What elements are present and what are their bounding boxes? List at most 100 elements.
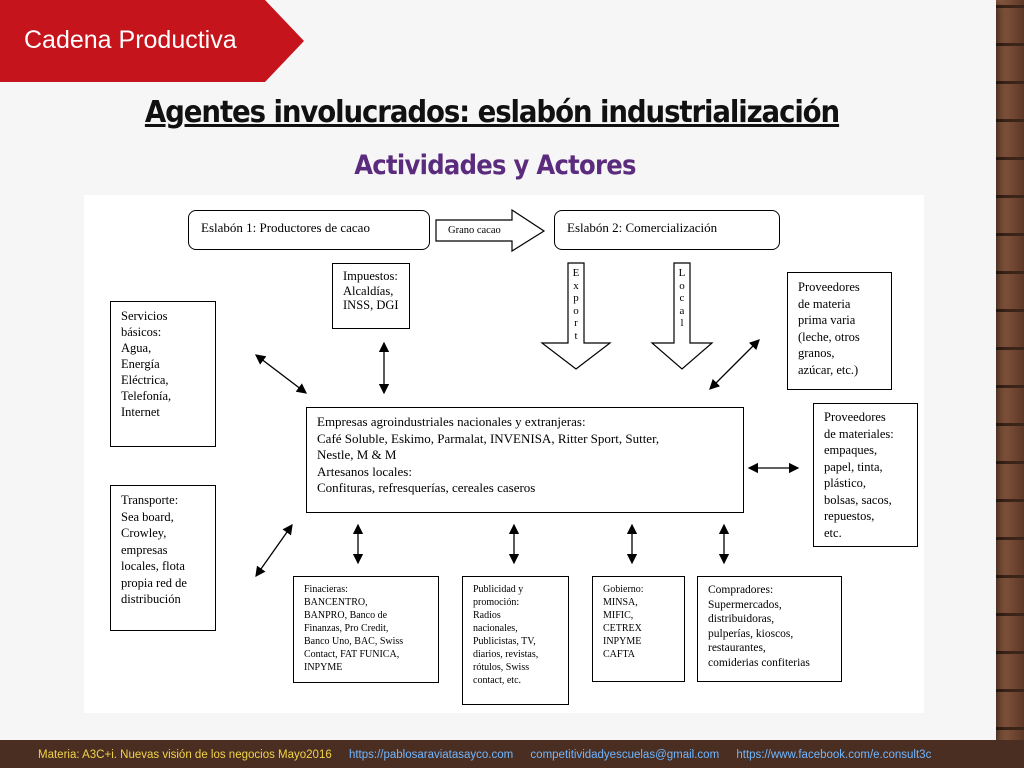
proveedores-materia-prima-line: (leche, otros: [798, 329, 860, 344]
export-letter: E: [572, 267, 580, 279]
footer-website-link[interactable]: https://pablosaraviatasayco.com: [348, 749, 514, 761]
footer-facebook-link[interactable]: https://www.facebook.com/e.consult3c: [736, 749, 932, 761]
compradores-line: comiderias confiterias: [708, 656, 810, 669]
servicios-basicos-line: Energía: [121, 357, 160, 371]
proveedores-materiales-line: de materiales:: [824, 426, 894, 441]
gobierno-line: Gobierno:: [603, 584, 644, 595]
export-letter: o: [573, 304, 579, 317]
local-letter: l: [680, 317, 684, 329]
gobierno-line: INPYME: [603, 636, 642, 647]
empresas-agroindustriales-line: Confituras, refresquerías, cereales case…: [317, 480, 536, 495]
proveedores-materia-prima-box: Proveedores de materia prima varia (leche, …: [787, 272, 892, 390]
compradores-line: Supermercados,: [708, 598, 782, 611]
export-letter: t: [574, 329, 578, 342]
transporte-line: propia red de: [121, 575, 187, 590]
impuestos-line: Impuestos:: [343, 269, 398, 283]
transporte-line: Sea board,: [121, 509, 174, 524]
tag-shape: [0, 0, 304, 82]
proveedores-materiales-box: Proveedores de materiales: empaques, papel,…: [813, 403, 918, 547]
publicidad-line: rótulos, Swiss: [473, 662, 530, 673]
proveedores-materia-prima-line: prima varia: [798, 313, 856, 327]
financieras-box: Finacieras: BANCENTRO, BANPRO, Banco de Fin…: [293, 576, 439, 683]
publicidad-line: diarios, revistas,: [473, 649, 539, 660]
servicios-basicos-line: básicos:: [121, 325, 162, 339]
proveedores-materiales-line: plástico,: [824, 476, 867, 490]
proveedores-materiales-line: repuestos,: [824, 509, 875, 523]
proveedores-materiales-line: empaques,: [824, 443, 878, 457]
empresas-agroindustriales-line: Empresas agroindustriales nacionales y e…: [317, 414, 586, 429]
compradores-line: distribuidoras,: [708, 613, 775, 625]
export-letter: p: [573, 292, 579, 304]
publicidad-line: contact, etc.: [473, 675, 522, 686]
local-arrow: [650, 262, 714, 370]
grano-cacao-arrow: [435, 208, 546, 253]
transporte-line: locales, flota: [121, 559, 185, 573]
publicidad-line: nacionales,: [473, 623, 518, 634]
proveedores-materia-prima-line: Proveedores: [798, 280, 860, 294]
transporte-line: Transporte:: [121, 493, 179, 507]
export-letter: r: [574, 317, 578, 329]
servicios-basicos-line: Servicios: [121, 309, 168, 323]
proveedores-materia-prima-line: azúcar, etc.): [798, 362, 859, 377]
compradores-line: restaurantes,: [708, 642, 766, 654]
proveedores-materia-prima-line: granos,: [798, 346, 835, 360]
gobierno-line: MIFIC,: [603, 610, 634, 621]
financieras-line: Finanzas, Pro Credit,: [304, 623, 389, 634]
value-chain-diagram: Eslabón 1: Productores de cacao Grano ca…: [84, 195, 924, 713]
grano-cacao-label: Grano cacao: [448, 225, 501, 236]
gobierno-line: CETREX: [603, 623, 642, 634]
local-letter: o: [679, 279, 685, 292]
gobierno-line: MINSA,: [603, 597, 638, 608]
slide-subtitle: Actividades y Actores: [354, 150, 636, 181]
footer-bar: [0, 740, 1024, 768]
eslabon-2-label: Eslabón 2: Comercialización: [567, 220, 718, 235]
transporte-line: empresas: [121, 542, 168, 557]
compradores-line: pulperías, kioscos,: [708, 627, 794, 640]
export-arrow: [540, 262, 612, 370]
footer: Materia: A3C+i. Nuevas visión de los neg…: [38, 749, 945, 761]
publicidad-line: Radios: [473, 610, 501, 621]
servicios-basicos-line: Internet: [121, 405, 160, 419]
proveedores-materiales-line: papel, tinta,: [824, 459, 883, 474]
footer-course: Materia: A3C+i. Nuevas visión de los neg…: [38, 749, 332, 761]
section-tag-label: Cadena Productiva: [24, 26, 237, 54]
impuestos-box: Impuestos:Alcaldías,INSS, DGI: [332, 263, 410, 329]
connector-arrows: [254, 208, 800, 578]
financieras-line: Finacieras:: [304, 584, 348, 595]
impuestos-line: Alcaldías,: [343, 283, 394, 298]
proveedores-materia-prima-line: de materia: [798, 296, 851, 311]
export-letter: x: [573, 279, 579, 292]
proveedores-materiales-line: bolsas, sacos,: [824, 492, 892, 507]
empresas-agroindustriales-line: Artesanos locales:: [317, 463, 412, 479]
transporte-line: distribución: [121, 592, 181, 606]
local-letter: a: [679, 304, 685, 317]
section-tag: Cadena Productiva: [0, 0, 304, 82]
servicios-basicos-line: Eléctrica,: [121, 373, 169, 387]
empresas-agroindustriales-line: Nestle, M & M: [317, 447, 397, 462]
eslabon-1-box: Eslabón 1: Productores de cacao: [188, 210, 430, 250]
proveedores-materiales-line: Proveedores: [824, 410, 886, 424]
empresas-agroindustriales-box: Empresas agroindustriales nacionales y e…: [306, 407, 744, 513]
servicios-basicos-line: Telefonía,: [121, 389, 172, 403]
servicios-basicos-line: Agua,: [121, 341, 152, 355]
publicidad-line: Publicistas, TV,: [473, 636, 536, 647]
gobierno-line: CAFTA: [603, 649, 635, 660]
empresas-agroindustriales-line: Café Soluble, Eskimo, Parmalat, INVENISA…: [317, 430, 660, 446]
gobierno-box: Gobierno: MINSA, MIFIC, CETREX INPYME CAFTA: [592, 576, 685, 682]
impuestos-line: INSS, DGI: [343, 298, 399, 312]
local-letter: c: [679, 292, 685, 304]
proveedores-materiales-line: etc.: [824, 525, 842, 540]
financieras-line: Banco Uno, BAC, Swiss: [304, 636, 404, 647]
slide-title: Agentes involucrados: eslabón industrial…: [144, 95, 840, 130]
compradores-box: Compradores:Supermercados,distribuidoras…: [697, 576, 842, 682]
financieras-line: BANCENTRO,: [304, 597, 368, 608]
footer-email-link[interactable]: competitividadyescuelas@gmail.com: [530, 749, 720, 761]
eslabon-2-box: Eslabón 2: Comercialización: [554, 210, 780, 250]
eslabon-1-label: Eslabón 1: Productores de cacao: [201, 220, 370, 235]
local-letter: L: [678, 267, 686, 279]
financieras-line: BANPRO, Banco de: [304, 610, 388, 621]
